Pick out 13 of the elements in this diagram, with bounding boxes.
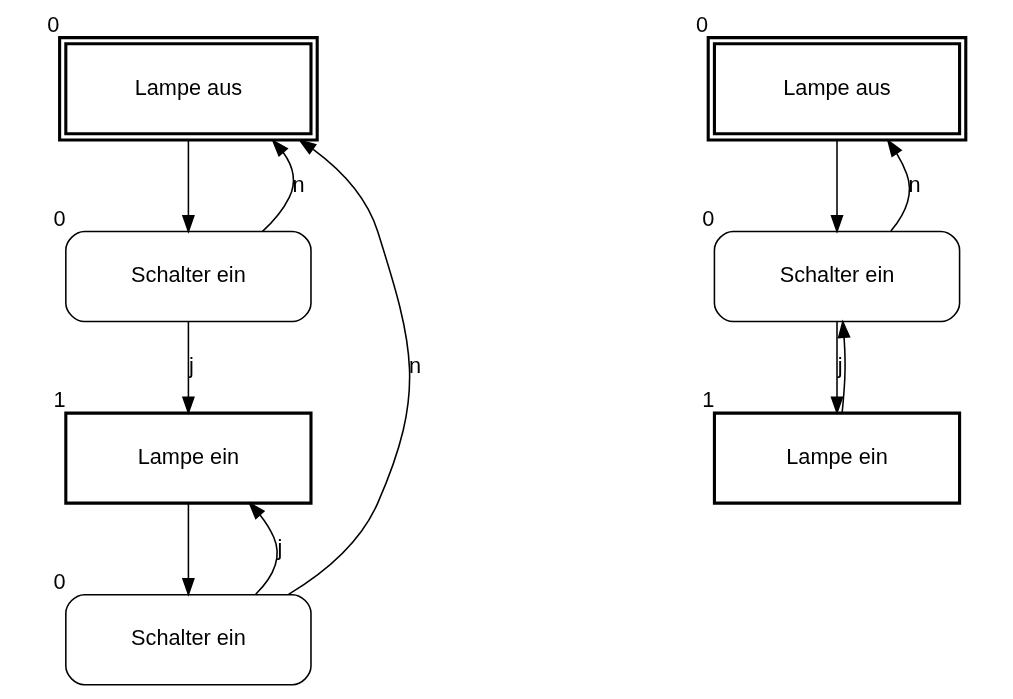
edge-label: n: [908, 171, 921, 197]
edge-label: n: [408, 353, 421, 379]
node-label: 0: [695, 11, 709, 37]
edge-label: n: [292, 171, 305, 197]
node-label: 0: [53, 205, 66, 231]
node-label: 1: [702, 387, 715, 413]
node-label: 1: [53, 387, 66, 413]
edge-label: j: [837, 353, 843, 379]
edge-label: j: [277, 534, 283, 560]
node-label: 0: [47, 11, 60, 37]
node-label: 0: [702, 205, 715, 231]
edge-label: j: [189, 353, 194, 379]
node-label: 0: [53, 568, 66, 594]
